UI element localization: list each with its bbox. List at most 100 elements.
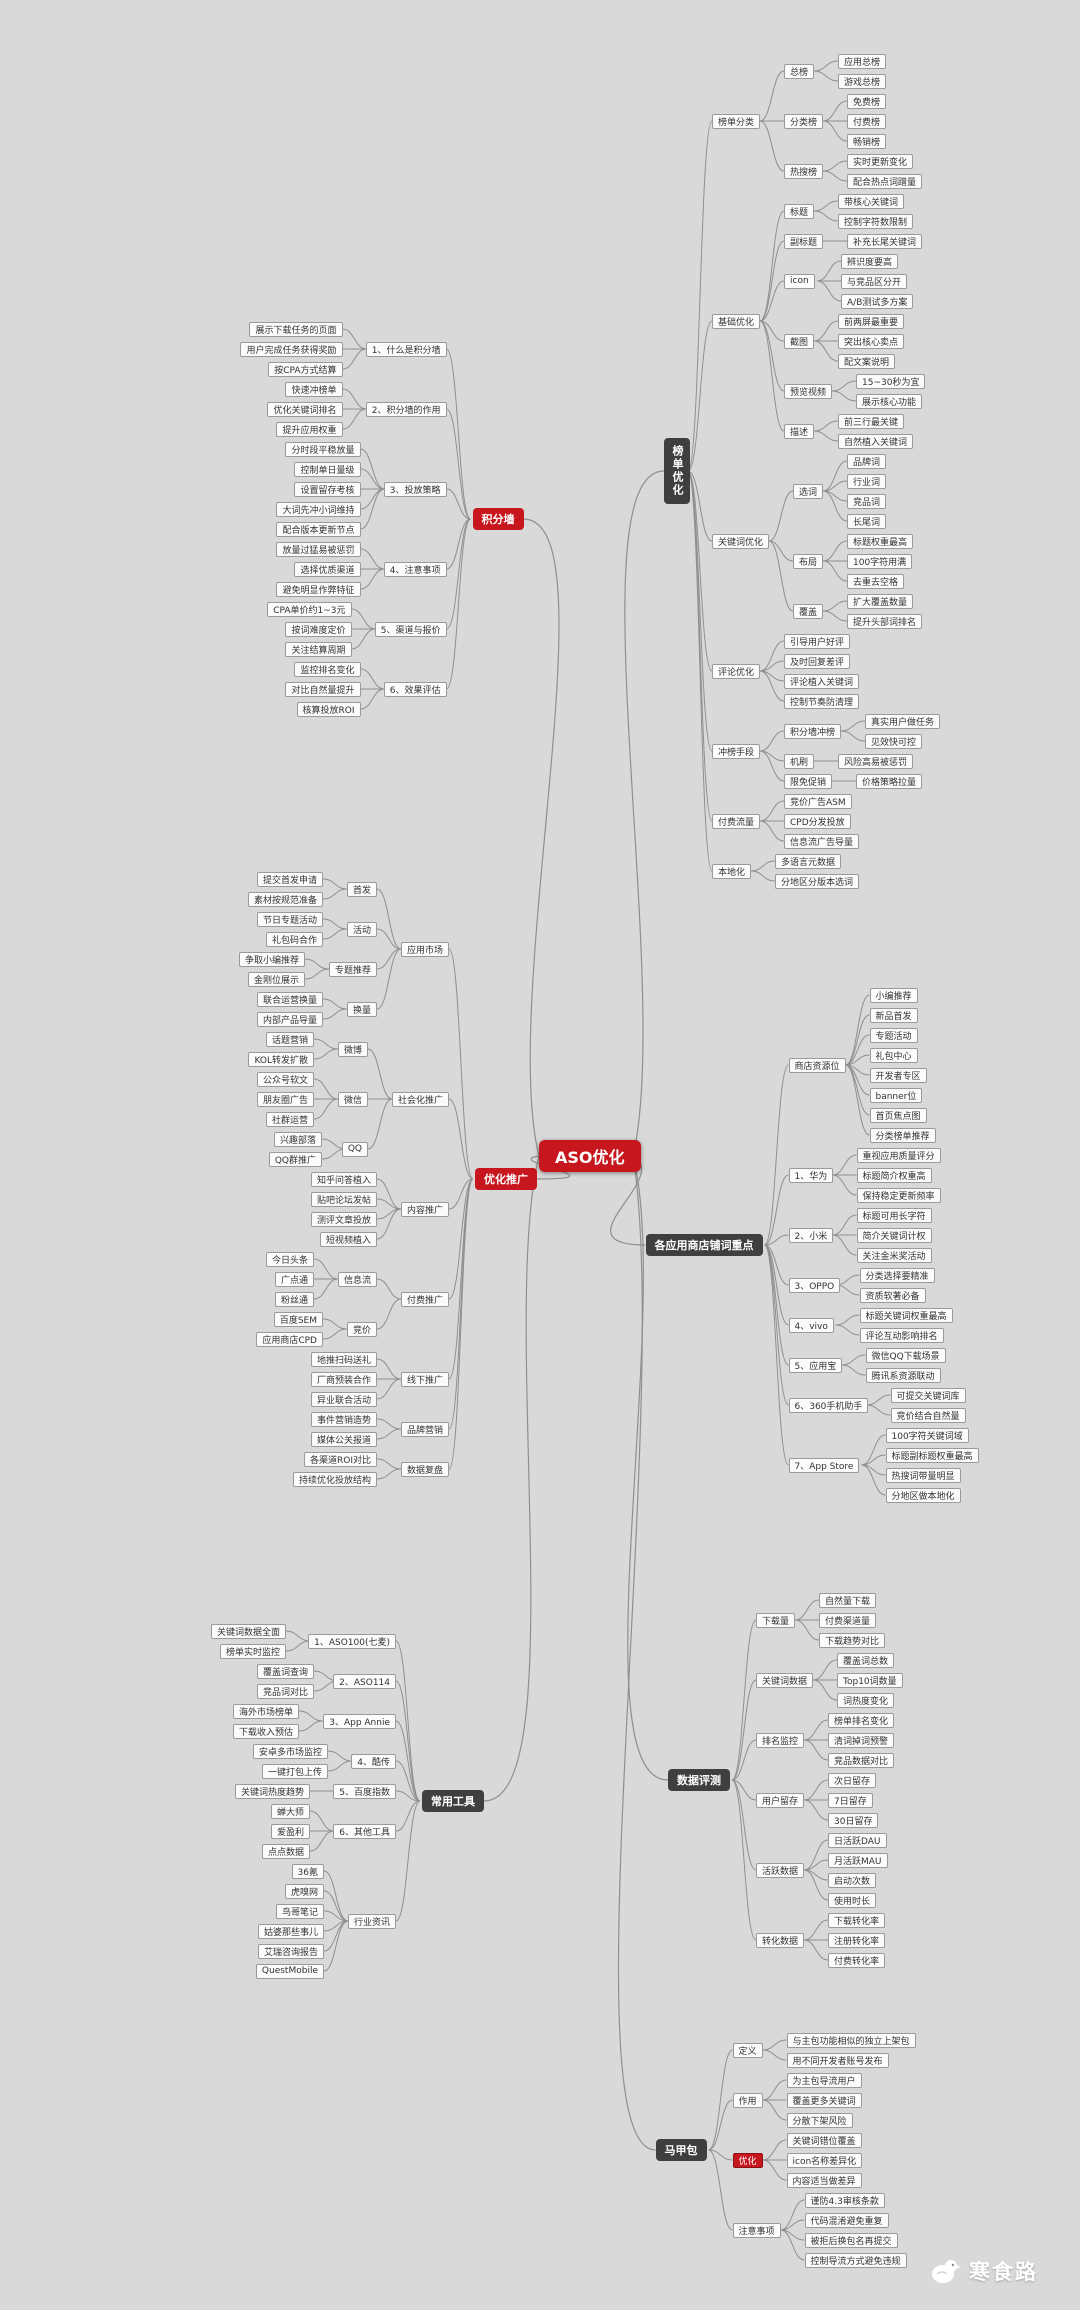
subtopic-node[interactable]: 机刷 [784, 753, 815, 769]
subtopic-node[interactable]: 2、ASO114 [333, 1673, 396, 1689]
subtopic-node[interactable]: 应用市场 [400, 941, 449, 957]
topic-node[interactable]: 百度SEM [273, 1311, 323, 1327]
topic-node[interactable]: 朋友圈广告 [256, 1091, 314, 1107]
branch-topic[interactable]: 常用工具 [422, 1790, 484, 1812]
subtopic-node[interactable]: 总榜 [784, 63, 815, 79]
topic-node[interactable]: 用户完成任务获得奖励 [240, 341, 343, 357]
topic-node[interactable]: 配文案说明 [838, 353, 896, 369]
topic-node[interactable]: 公众号软文 [256, 1071, 314, 1087]
topic-node[interactable]: 清词掉词预警 [828, 1732, 895, 1748]
subtopic-node[interactable]: 关键词数据 [756, 1672, 814, 1688]
topic-node[interactable]: 大词先冲小词维持 [276, 501, 361, 517]
subtopic-node[interactable]: 5、应用宝 [788, 1357, 843, 1373]
subtopic-node[interactable]: 积分墙冲榜 [784, 723, 842, 739]
subtopic-node[interactable]: 信息流 [337, 1271, 377, 1287]
topic-node[interactable]: 关注结算周期 [285, 641, 352, 657]
topic-node[interactable]: 游戏总榜 [838, 73, 887, 89]
branch-topic[interactable]: 积分墙 [472, 508, 524, 530]
topic-node[interactable]: 分散下架风险 [786, 2112, 853, 2128]
topic-node[interactable]: 知乎问答植入 [310, 1171, 377, 1187]
topic-node[interactable]: 去重去空格 [847, 573, 905, 589]
subtopic-node[interactable]: 1、什么是积分墙 [365, 341, 447, 357]
subtopic-node[interactable]: 首发 [346, 881, 377, 897]
subtopic-node[interactable]: 选词 [793, 483, 824, 499]
topic-node[interactable]: 竞品数据对比 [828, 1752, 895, 1768]
topic-node[interactable]: 竞品词 [847, 493, 887, 509]
topic-node[interactable]: 放量过猛易被惩罚 [276, 541, 361, 557]
subtopic-node[interactable]: 商店资源位 [788, 1057, 846, 1073]
topic-node[interactable]: 36氪 [291, 1863, 324, 1879]
topic-node[interactable]: 爱盈利 [270, 1823, 310, 1839]
topic-node[interactable]: 标题简介权重高 [856, 1167, 932, 1183]
subtopic-node[interactable]: 竞价 [346, 1321, 377, 1337]
topic-node[interactable]: 控制节奏防清理 [784, 693, 860, 709]
topic-node[interactable]: 金刚位展示 [247, 971, 305, 987]
topic-node[interactable]: 话题营销 [265, 1031, 314, 1047]
topic-node[interactable]: 可提交关键词库 [890, 1387, 966, 1403]
topic-node[interactable]: 月活跃MAU [828, 1852, 888, 1868]
subtopic-node[interactable]: 线下推广 [400, 1371, 449, 1387]
subtopic-node[interactable]: 品牌营销 [400, 1421, 449, 1437]
topic-node[interactable]: 厂商预装合作 [310, 1371, 377, 1387]
topic-node[interactable]: 突出核心卖点 [838, 333, 905, 349]
topic-node[interactable]: 补充长尾关键词 [847, 233, 923, 249]
subtopic-node[interactable]: 2、小米 [788, 1227, 834, 1243]
topic-node[interactable]: 真实用户做任务 [865, 713, 941, 729]
topic-node[interactable]: CPA单价约1~3元 [267, 601, 352, 617]
topic-node[interactable]: 一键打包上传 [261, 1763, 328, 1779]
topic-node[interactable]: 付费转化率 [828, 1952, 886, 1968]
topic-node[interactable]: 付费渠道量 [819, 1612, 877, 1628]
topic-node[interactable]: 代码混淆避免重复 [804, 2212, 889, 2228]
subtopic-node[interactable]: 4、vivo [788, 1317, 834, 1333]
topic-node[interactable]: 姑婆那些事儿 [257, 1923, 324, 1939]
subtopic-node[interactable]: icon [784, 273, 815, 289]
subtopic-node[interactable]: 下载量 [756, 1612, 796, 1628]
topic-node[interactable]: 分类选择要精准 [859, 1267, 935, 1283]
topic-node[interactable]: 与主包功能相似的独立上架包 [786, 2032, 916, 2048]
subtopic-node[interactable]: 作用 [732, 2092, 763, 2108]
topic-node[interactable]: 点点数据 [261, 1843, 310, 1859]
subtopic-node[interactable]: 1、华为 [788, 1167, 834, 1183]
subtopic-node[interactable]: 6、其他工具 [333, 1823, 396, 1839]
topic-node[interactable]: 设置留存考核 [294, 481, 361, 497]
subtopic-node[interactable]: 限免促销 [784, 773, 833, 789]
topic-node[interactable]: 蝉大师 [270, 1803, 310, 1819]
topic-node[interactable]: 自然植入关键词 [838, 433, 914, 449]
subtopic-node[interactable]: 榜单分类 [712, 113, 761, 129]
subtopic-node[interactable]: 注意事项 [732, 2222, 781, 2238]
subtopic-node[interactable]: 用户留存 [756, 1792, 805, 1808]
topic-node[interactable]: 短视频植入 [319, 1231, 377, 1247]
topic-node[interactable]: 竞价广告ASM [784, 793, 852, 809]
topic-node[interactable]: A/B测试多方案 [841, 293, 914, 309]
topic-node[interactable]: 榜单实时监控 [219, 1643, 286, 1659]
topic-node[interactable]: 礼包码合作 [265, 931, 323, 947]
topic-node[interactable]: 按词难度定价 [285, 621, 352, 637]
topic-node[interactable]: 专题活动 [869, 1027, 918, 1043]
central-topic[interactable]: ASO优化 [539, 1140, 641, 1172]
subtopic-node[interactable]: 覆盖 [793, 603, 824, 619]
topic-node[interactable]: 素材按规范准备 [247, 891, 323, 907]
subtopic-node[interactable]: 冲榜手段 [712, 743, 761, 759]
topic-node[interactable]: icon名称差异化 [786, 2152, 863, 2168]
subtopic-node[interactable]: 换量 [346, 1001, 377, 1017]
subtopic-node[interactable]: 关键词优化 [712, 533, 770, 549]
topic-node[interactable]: CPD分发投放 [784, 813, 851, 829]
topic-node[interactable]: 付费榜 [847, 113, 887, 129]
topic-node[interactable]: 广点通 [274, 1271, 314, 1287]
subtopic-node[interactable]: 数据复盘 [400, 1461, 449, 1477]
subtopic-node[interactable]: 本地化 [712, 863, 752, 879]
topic-node[interactable]: 简介关键词计权 [856, 1227, 932, 1243]
topic-node[interactable]: 用不同开发者账号发布 [786, 2052, 889, 2068]
topic-node[interactable]: 价格策略拉量 [856, 773, 923, 789]
topic-node[interactable]: 应用总榜 [838, 53, 887, 69]
subtopic-node[interactable]: 5、渠道与报价 [374, 621, 447, 637]
topic-node[interactable]: 免费榜 [847, 93, 887, 109]
topic-node[interactable]: 前三行最关键 [838, 413, 905, 429]
branch-topic[interactable]: 优化推广 [475, 1168, 537, 1190]
subtopic-node[interactable]: 行业资讯 [347, 1913, 396, 1929]
topic-node[interactable]: 展示核心功能 [856, 393, 923, 409]
topic-node[interactable]: 控制单日量级 [294, 461, 361, 477]
subtopic-node[interactable]: 6、360手机助手 [788, 1397, 869, 1413]
topic-node[interactable]: 艾瑞咨询报告 [257, 1943, 324, 1959]
subtopic-node[interactable]: 定义 [732, 2042, 763, 2058]
